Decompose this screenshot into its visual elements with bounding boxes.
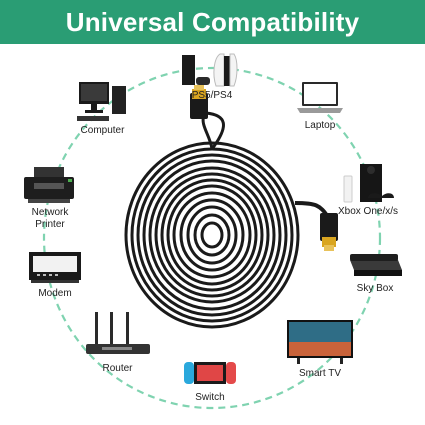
set-top-box-icon — [350, 254, 402, 276]
device-label-xbox: Xbox One/x/s — [337, 206, 399, 217]
printer-icon — [24, 167, 74, 203]
coiled-cable-icon — [124, 85, 338, 329]
device-label-tv: Smart TV — [298, 368, 342, 379]
nintendo-switch-icon — [184, 362, 236, 384]
device-label-computer: Computer — [80, 125, 125, 136]
desktop-computer-icon — [77, 82, 126, 121]
device-label-ps5: PS5/PS4 — [191, 90, 233, 101]
device-label-router: Router — [102, 363, 133, 374]
tv-icon — [287, 320, 353, 364]
device-label-modem: Modem — [38, 288, 72, 299]
xbox-console-icon — [343, 164, 394, 203]
device-label-switch: Switch — [195, 392, 225, 403]
title-banner — [0, 0, 425, 44]
game-console-icon — [182, 53, 238, 87]
modem-icon — [29, 252, 81, 283]
device-label-skybox: Sky Box — [356, 283, 394, 294]
device-label-laptop: Laptop — [304, 120, 336, 131]
page-title: Universal Compatibility — [65, 7, 360, 37]
router-icon — [86, 312, 150, 354]
laptop-icon — [297, 82, 343, 113]
device-label-printer: Network Printer — [31, 207, 69, 230]
